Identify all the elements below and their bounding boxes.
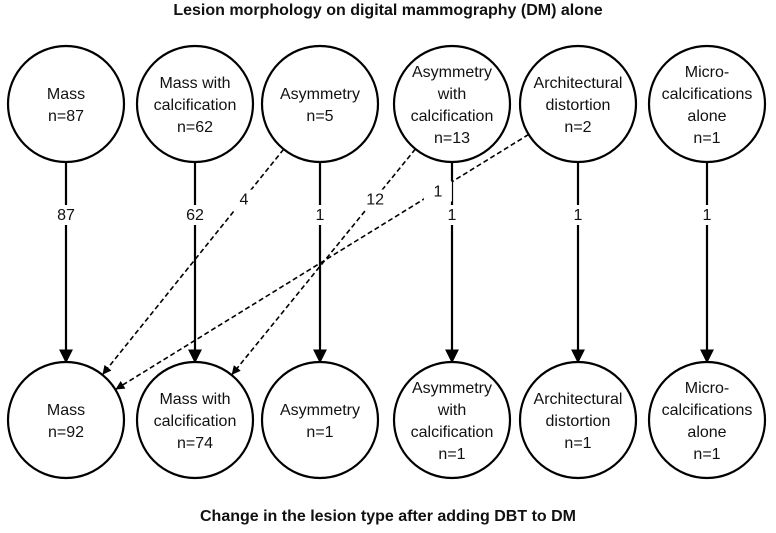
bottom-node-label: n=1 [693, 446, 720, 463]
top-node-label: Mass with [159, 75, 230, 92]
top-node-label: alone [687, 108, 726, 125]
top-node-label: calcification [411, 108, 494, 125]
bottom-node: Asymmetry n=1 [260, 360, 380, 480]
bottom-node-circle [518, 360, 638, 480]
bottom-node-circle [135, 360, 255, 480]
bottom-node-label: Asymmetry [412, 380, 492, 397]
top-node-label: n=1 [693, 130, 720, 147]
top-node: Micro-calcifications alone n=1 [647, 44, 767, 164]
top-node-label: Micro- [685, 64, 729, 81]
top-node-label: n=87 [48, 108, 84, 125]
top-node-circle [518, 44, 638, 164]
edge-count-label: 1 [703, 207, 712, 224]
top-node-label: calcifications [662, 86, 753, 103]
top-node-label: Asymmetry [412, 64, 492, 81]
edges-layer [59, 133, 714, 390]
bottom-node-label: n=1 [306, 424, 333, 441]
bottom-node-label: Architectural [534, 391, 623, 408]
bottom-node: Mass n=92 [6, 360, 126, 480]
bottom-node-circle [6, 360, 126, 480]
edge-count-label: 62 [186, 207, 204, 224]
top-node-label: with [437, 86, 466, 103]
top-node-label: distortion [546, 97, 611, 114]
bottom-node-label: n=1 [438, 446, 465, 463]
top-node-label: n=5 [306, 108, 333, 125]
top-node-label: calcification [154, 97, 237, 114]
top-node-label: n=13 [434, 130, 470, 147]
edge-count-label: 87 [57, 207, 75, 224]
bottom-node-label: Mass with [159, 391, 230, 408]
bottom-node-circle [392, 360, 512, 480]
edge-count-label: 4 [239, 192, 248, 209]
top-node-label: n=2 [564, 119, 591, 136]
bottom-node-label: alone [687, 424, 726, 441]
top-node-label: n=62 [177, 119, 213, 136]
bottom-node-label: n=1 [564, 435, 591, 452]
top-node-circle [6, 44, 126, 164]
bottom-node: Architectural distortion n=1 [518, 360, 638, 480]
edge-count-label: 1 [448, 207, 457, 224]
edge-count-label: 12 [366, 192, 384, 209]
bottom-node-label: calcification [154, 413, 237, 430]
top-node: Asymmetry n=5 [260, 44, 380, 164]
edge-label-background [438, 205, 466, 225]
bottom-node-label: Mass [47, 402, 85, 419]
bottom-node-label: Micro- [685, 380, 729, 397]
bottom-node-label: calcification [411, 424, 494, 441]
top-node-label: Architectural [534, 75, 623, 92]
bottom-node-label: with [437, 402, 466, 419]
edge-count-label: 1 [433, 183, 442, 200]
edge-label-background [306, 205, 334, 225]
edge-label-background [229, 189, 258, 210]
diagram-title-top: Lesion morphology on digital mammography… [173, 2, 603, 19]
top-node: Mass with calcification n=62 [135, 44, 255, 164]
edge-label-background [693, 205, 721, 225]
bottom-node-label: n=74 [177, 435, 213, 452]
top-node-label: Mass [47, 86, 85, 103]
top-node-circle [647, 44, 767, 164]
bottom-node: Asymmetry with calcification n=1 [392, 360, 512, 480]
edge-label-background [52, 205, 80, 225]
bottom-node-label: calcifications [662, 402, 753, 419]
top-node-circle [260, 44, 380, 164]
top-node: Mass n=87 [6, 44, 126, 164]
top-node-circle [392, 44, 512, 164]
top-node: Asymmetry with calcification n=13 [392, 44, 512, 164]
reclassification-arrow [115, 133, 530, 390]
bottom-node-circle [647, 360, 767, 480]
edge-label-background [423, 181, 452, 202]
edge-label-background [564, 205, 592, 225]
bottom-node: Micro-calcifications alone n=1 [647, 360, 767, 480]
top-node-label: Asymmetry [280, 86, 360, 103]
edge-count-label: 1 [574, 207, 583, 224]
bottom-node-label: n=92 [48, 424, 84, 441]
bottom-node-label: distortion [546, 413, 611, 430]
reclassification-arrow [102, 148, 285, 375]
top-node: Architectural distortion n=2 [518, 44, 638, 164]
bottom-node: Mass with calcification n=74 [135, 360, 255, 480]
bottom-node-circle [260, 360, 380, 480]
bottom-node-label: Asymmetry [280, 402, 360, 419]
edge-count-label: 1 [316, 207, 325, 224]
edge-label-background [361, 189, 390, 210]
top-node-circle [135, 44, 255, 164]
edge-label-background [181, 205, 209, 225]
diagram-title-bottom: Change in the lesion type after adding D… [199, 508, 576, 525]
